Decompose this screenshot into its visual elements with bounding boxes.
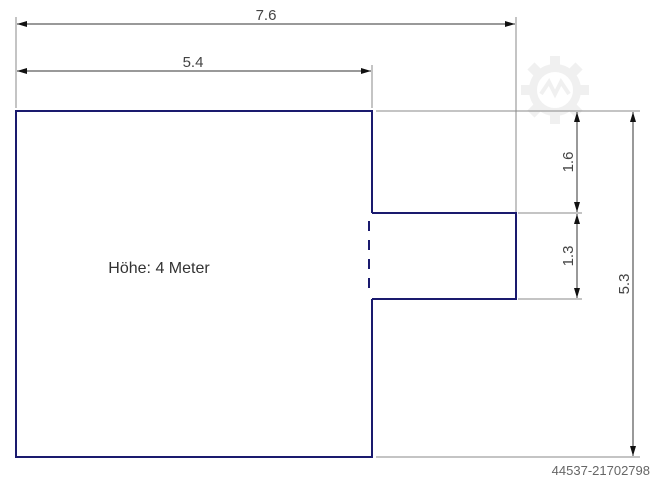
room-height-label: Höhe: 4 Meter (108, 260, 210, 277)
room-outline (15, 110, 517, 458)
dim-total-height: 5.3 (616, 274, 633, 295)
watermark-gear-icon (521, 56, 589, 124)
dimension-lines (17, 21, 636, 456)
dim-annex-height: 1.3 (560, 246, 577, 267)
extension-lines (15, 17, 640, 458)
dim-upper-offset: 1.6 (560, 152, 577, 173)
listing-id: 44537-21702798 (552, 463, 650, 478)
dim-total-width: 7.6 (256, 7, 277, 24)
dim-main-width: 5.4 (183, 54, 204, 71)
